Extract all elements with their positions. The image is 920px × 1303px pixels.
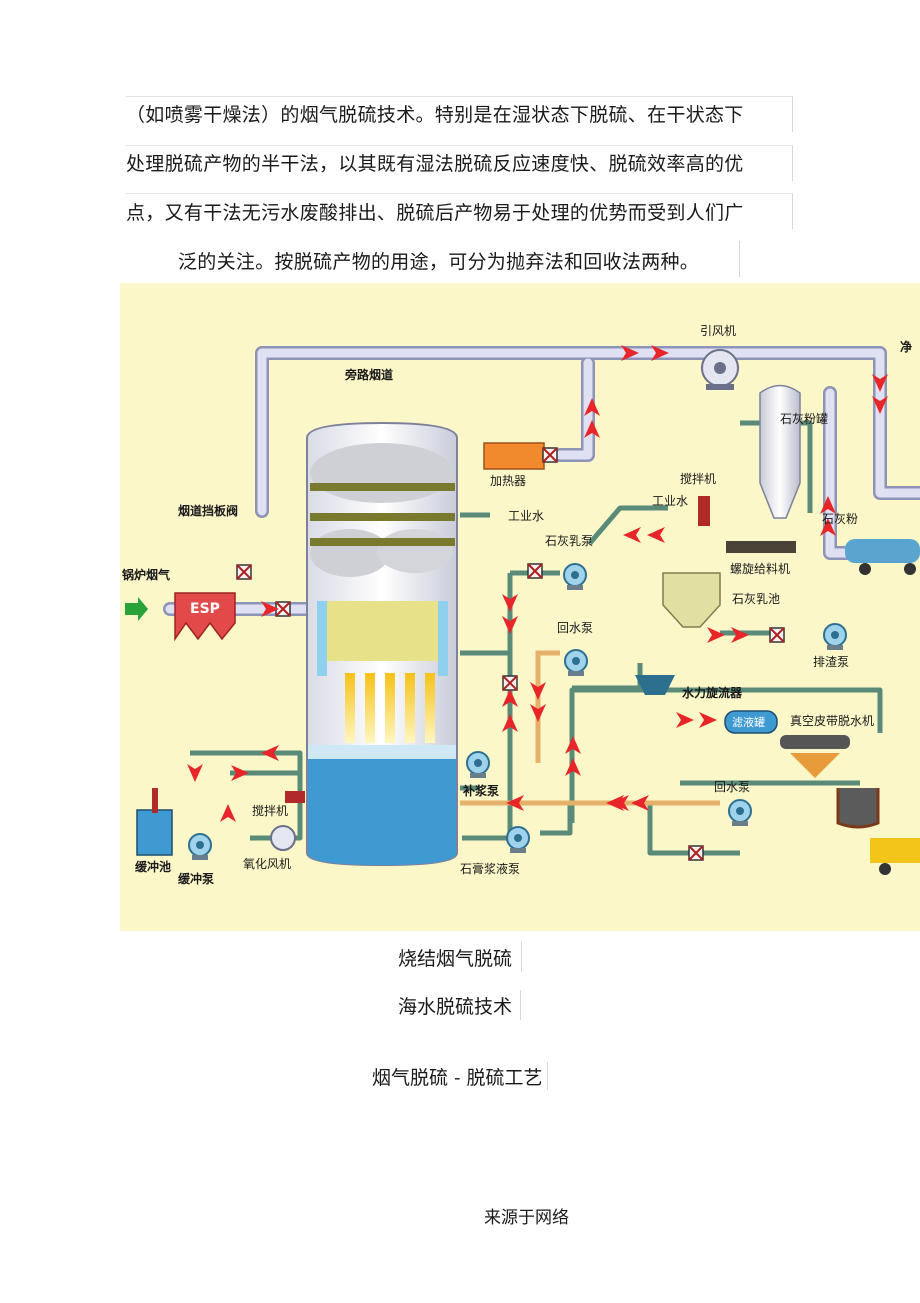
- vacuum-belt-filter: [780, 735, 850, 778]
- id-fan: [701, 349, 739, 390]
- label-return-pump-1: 回水泵: [557, 621, 593, 635]
- label-industrial-water-2: 工业水: [652, 494, 688, 508]
- oxidation-fan: [270, 825, 296, 851]
- line-border: [126, 145, 793, 146]
- valve-icon: [502, 675, 518, 691]
- label-gypsum-pump: 石膏浆液泵: [460, 861, 520, 876]
- hydrocyclone-unit: [635, 675, 675, 695]
- agitator-bottom: [285, 791, 305, 803]
- line-border: [792, 145, 793, 181]
- label-industrial-water-1: 工业水: [508, 509, 544, 523]
- return-pump-icon: [728, 799, 752, 827]
- valve-icon: [769, 627, 785, 643]
- footer-source: 来源于网络: [484, 1208, 569, 1228]
- label-slag-pump: 排渣泵: [813, 655, 849, 669]
- label-agitator-top: 搅拌机: [680, 471, 716, 486]
- lime-slurry-pump-icon: [563, 563, 587, 591]
- label-makeup-pump: 补浆泵: [462, 783, 499, 798]
- label-filtrate-tank: 滤液罐: [732, 715, 765, 729]
- lime-silo: [726, 384, 801, 553]
- paragraph-line-1: （如喷雾干燥法）的烟气脱硫技术。特别是在湿状态下脱硫、在干状态下: [126, 104, 744, 126]
- agitator-top: [698, 496, 710, 526]
- line-border: [792, 96, 793, 132]
- return-pump-icon: [564, 649, 588, 677]
- filtrate-tank: [724, 710, 778, 734]
- label-vacuum-belt: 真空皮带脱水机: [790, 713, 874, 728]
- dump-truck: [870, 838, 920, 875]
- label-id-fan: 引风机: [700, 324, 736, 338]
- absorber-tower: [306, 421, 458, 867]
- slag-pump-icon: [823, 623, 847, 651]
- label-return-pump-2: 回水泵: [714, 780, 750, 794]
- line-border: [792, 193, 793, 229]
- label-lime-slurry-tank: 石灰乳池: [732, 592, 780, 606]
- label-buffer-tank: 缓冲池: [135, 859, 171, 874]
- label-buffer-pump: 缓冲泵: [178, 871, 214, 886]
- makeup-pump-icon: [466, 751, 490, 779]
- paragraph-line-2: 处理脱硫产物的半干法，以其既有湿法脱硫反应速度快、脱硫效率高的优: [126, 153, 744, 175]
- valve-icon: [542, 447, 558, 463]
- buffer-tank: [136, 809, 173, 856]
- gypsum-pump-icon: [506, 826, 530, 854]
- label-hydrocyclone: 水力旋流器: [682, 685, 743, 700]
- buffer-pump-icon: [188, 833, 212, 861]
- heater: [483, 442, 545, 470]
- caption-border: [520, 990, 521, 1020]
- caption-process: 烟气脱硫 - 脱硫工艺: [372, 1067, 543, 1089]
- caption-seawater: 海水脱硫技术: [398, 996, 513, 1018]
- inlet-arrow: [125, 597, 148, 621]
- lime-slurry-tank: [662, 572, 721, 628]
- label-heater: 加热器: [490, 474, 526, 488]
- caption-border: [521, 942, 522, 972]
- esp-label: ESP: [190, 601, 220, 617]
- label-lime-powder: 石灰粉: [822, 512, 858, 526]
- line-border: [739, 241, 740, 277]
- paragraph-line-4: 泛的关注。按脱硫产物的用途，可分为抛弃法和回收法两种。: [178, 251, 700, 273]
- esp-unit: ESP: [174, 592, 236, 642]
- valve-icon: [527, 563, 543, 579]
- lime-truck: [845, 539, 920, 575]
- caption-border: [547, 1062, 548, 1090]
- label-lime-silo: 石灰粉罐: [780, 412, 828, 426]
- desulfurization-process-diagram: ESP: [120, 283, 920, 931]
- label-boiler-flue-gas: 锅炉烟气: [122, 567, 170, 582]
- line-border: [126, 193, 793, 194]
- line-border: [126, 96, 793, 97]
- label-bypass-duct: 旁路烟道: [344, 367, 393, 382]
- caption-sintering-flue-gas: 烧结烟气脱硫: [398, 948, 513, 970]
- paragraph-line-3: 点，又有干法无污水废酸排出、脱硫后产物易于处理的优势而受到人们广: [126, 202, 744, 224]
- label-lime-slurry-pump: 石灰乳泵: [545, 534, 593, 548]
- label-screw-feeder: 螺旋给料机: [730, 562, 790, 576]
- label-agitator-bottom: 搅拌机: [252, 803, 288, 818]
- valve-icon: [688, 845, 704, 861]
- valve-icon: [236, 564, 252, 580]
- label-oxidation-fan: 氧化风机: [243, 857, 291, 871]
- label-clean-gas: 净: [900, 339, 912, 354]
- label-duct-damper: 烟道挡板阀: [178, 503, 238, 518]
- gypsum-bin: [836, 788, 880, 829]
